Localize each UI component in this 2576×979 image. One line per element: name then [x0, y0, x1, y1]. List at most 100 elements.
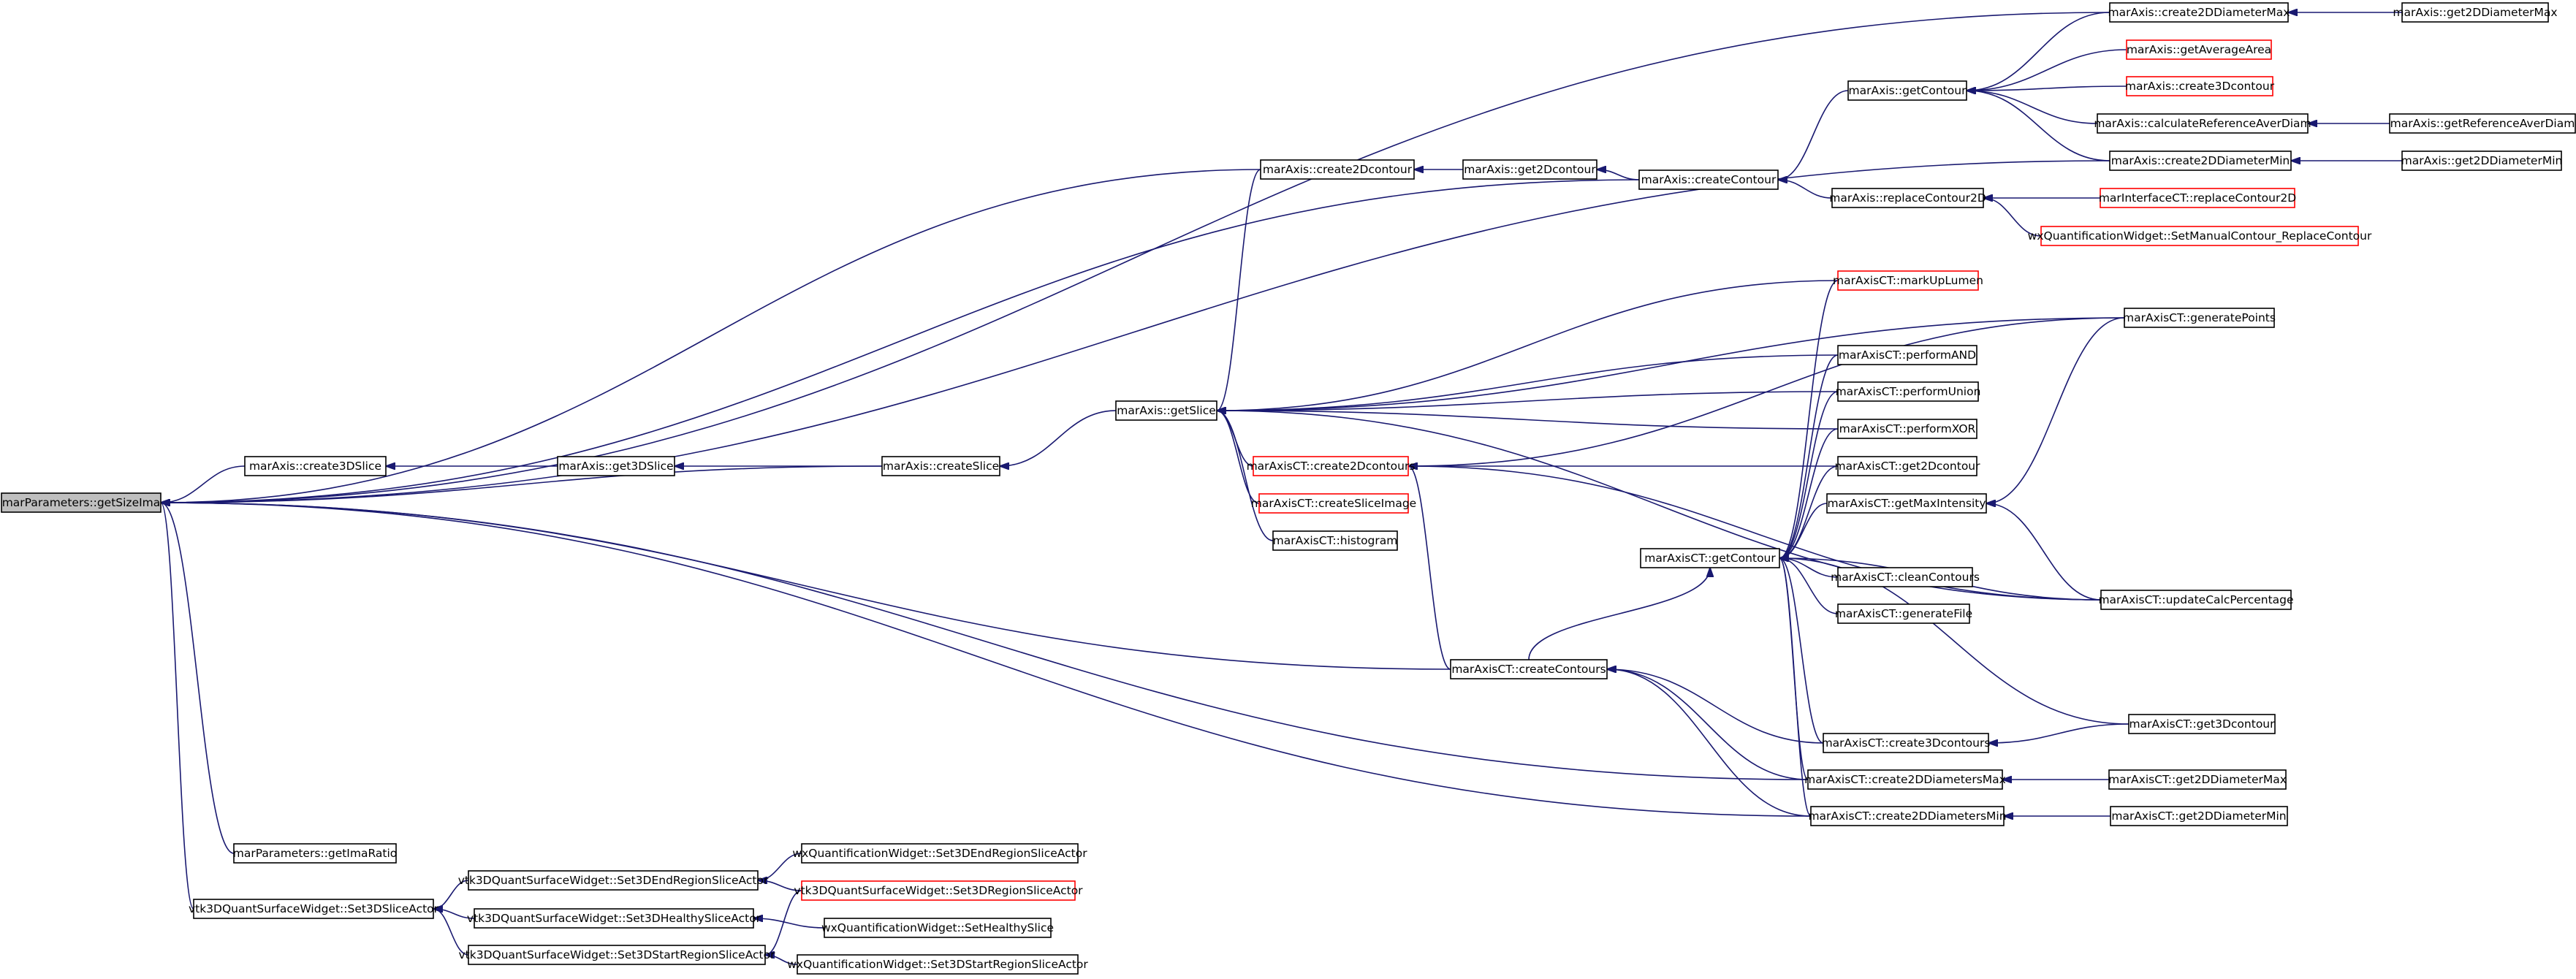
function-node-box[interactable]	[233, 843, 397, 864]
function-node[interactable]: marAxisCT::create2Dcontours	[1247, 456, 1416, 476]
function-node-box[interactable]	[2126, 39, 2272, 60]
function-node-box[interactable]	[1115, 400, 1217, 421]
function-node-box[interactable]	[2128, 714, 2276, 734]
function-node[interactable]: vtk3DQuantSurfaceWidget::Set3DSliceActor	[189, 899, 439, 919]
function-node[interactable]: marAxisCT::get2DDiameterMin	[2110, 806, 2288, 826]
function-node-box[interactable]	[1, 492, 162, 513]
function-node-box[interactable]	[2389, 113, 2576, 134]
function-node[interactable]: vtk3DQuantSurfaceWidget::Set3DHealthySli…	[467, 908, 761, 929]
function-node-box[interactable]	[2110, 806, 2288, 826]
function-node-box[interactable]	[881, 456, 1000, 476]
function-node-box[interactable]	[2100, 590, 2292, 610]
function-node[interactable]: marAxis::get2Dcontour	[1462, 159, 1597, 180]
function-node-box[interactable]	[824, 918, 1052, 938]
function-node[interactable]: marAxis::create2DDiameterMax	[2108, 2, 2290, 23]
function-node-box[interactable]	[2100, 188, 2295, 208]
function-node-box[interactable]	[1837, 270, 1979, 291]
function-node[interactable]: wxQuantificationWidget::SetManualContour…	[2028, 226, 2372, 246]
function-node[interactable]: marAxisCT::create2DDiametersMax	[1804, 769, 2006, 790]
function-node[interactable]: marAxisCT::markUpLumen	[1833, 270, 1983, 291]
function-node-box[interactable]	[1837, 603, 1970, 624]
function-node[interactable]: marAxisCT::generatePoints	[2123, 308, 2276, 328]
function-node-box[interactable]	[1462, 159, 1597, 180]
function-node-box[interactable]	[1450, 659, 1608, 679]
function-node-box[interactable]	[2108, 769, 2287, 790]
function-node[interactable]: wxQuantificationWidget::SetHealthySlice	[821, 918, 1054, 938]
function-node-box[interactable]	[1837, 345, 1977, 365]
function-node-box[interactable]	[801, 843, 1079, 864]
function-node-box[interactable]	[1638, 169, 1779, 190]
function-node[interactable]: marAxis::createContour	[1638, 169, 1779, 190]
function-node-box[interactable]	[2126, 76, 2273, 96]
function-node-box[interactable]	[2109, 2, 2289, 23]
function-node-box[interactable]	[468, 945, 766, 965]
function-node-box[interactable]	[2401, 151, 2562, 171]
function-node[interactable]: wxQuantificationWidget::Set3DEndRegionSl…	[792, 843, 1087, 864]
function-node-box[interactable]	[2109, 151, 2292, 171]
function-node[interactable]: marAxisCT::getMaxIntensity	[1826, 493, 1987, 514]
function-node-box[interactable]	[1837, 567, 1973, 587]
function-node[interactable]: marAxis::getSlice	[1115, 400, 1217, 421]
function-node[interactable]: marAxis::create3Dcontour	[2125, 76, 2275, 96]
function-node-box[interactable]	[1837, 381, 1979, 402]
function-node[interactable]: marAxis::getReferenceAverDiam	[2389, 113, 2576, 134]
function-node[interactable]: marAxis::get3DSlice	[557, 456, 675, 476]
function-node[interactable]: marAxis::create3DSlice	[244, 456, 387, 476]
function-node[interactable]: marAxisCT::get3Dcontour	[2128, 714, 2276, 734]
function-node-box[interactable]	[193, 899, 434, 919]
function-node[interactable]: marAxis::replaceContour2D	[1829, 188, 1986, 208]
function-node[interactable]: marAxisCT::histogram	[1272, 530, 1398, 551]
function-node[interactable]: marAxis::get2DDiameterMax	[2393, 2, 2558, 23]
function-node[interactable]: marAxisCT::generateFile	[1835, 603, 1972, 624]
function-node[interactable]: marAxis::create2Dcontour	[1260, 159, 1415, 180]
function-node-box[interactable]	[1272, 530, 1398, 551]
function-node[interactable]: marAxisCT::performUnion	[1836, 381, 1981, 402]
function-node-box[interactable]	[2401, 2, 2549, 23]
function-node[interactable]: wxQuantificationWidget::Set3DStartRegion…	[787, 954, 1088, 975]
function-node[interactable]: marAxisCT::performXOR	[1837, 419, 1977, 439]
function-node-box[interactable]	[1807, 769, 2003, 790]
function-node-box[interactable]	[557, 456, 675, 476]
function-node[interactable]: marAxisCT::get2DDiameterMax	[2108, 769, 2287, 790]
function-node[interactable]: marAxis::get2DDiameterMin	[2401, 151, 2563, 171]
function-node[interactable]: marParameters::getSizeIma	[1, 492, 162, 513]
function-node-box[interactable]	[1640, 548, 1780, 568]
function-node-box[interactable]	[1831, 188, 1984, 208]
function-node-box[interactable]	[797, 954, 1079, 975]
function-node[interactable]: marAxisCT::get2Dcontour	[1835, 456, 1981, 476]
function-node-box[interactable]	[2040, 226, 2359, 246]
function-node[interactable]: marAxis::getContour	[1847, 80, 1967, 101]
function-node[interactable]: marAxis::getAverageArea	[2126, 39, 2272, 60]
function-node[interactable]: marAxisCT::cleanContours	[1831, 567, 1980, 587]
function-node-box[interactable]	[2124, 308, 2275, 328]
function-node[interactable]: marAxisCT::updateCalcPercentage	[2098, 590, 2294, 610]
function-node-box[interactable]	[801, 880, 1076, 901]
function-node-box[interactable]	[1258, 493, 1409, 514]
function-node-box[interactable]	[1253, 456, 1409, 476]
function-node[interactable]: vtk3DQuantSurfaceWidget::Set3DEndRegionS…	[458, 870, 769, 891]
function-node[interactable]: marAxis::createSlice	[881, 456, 1000, 476]
function-node[interactable]: marAxisCT::createContours	[1450, 659, 1608, 679]
function-node[interactable]: marInterfaceCT::replaceContour2D	[2099, 188, 2296, 208]
function-node-box[interactable]	[1810, 806, 2005, 826]
function-node-box[interactable]	[1260, 159, 1415, 180]
function-node-box[interactable]	[244, 456, 387, 476]
function-node[interactable]: marAxisCT::create3Dcontours	[1822, 733, 1991, 753]
function-node-box[interactable]	[1837, 419, 1977, 439]
function-node[interactable]: marAxisCT::performAND	[1837, 345, 1977, 365]
function-node[interactable]: marAxisCT::getContour	[1640, 548, 1780, 568]
function-node[interactable]: marAxisCT::createSliceImage	[1251, 493, 1416, 514]
function-node[interactable]: marAxis::create2DDiameterMin	[2109, 151, 2292, 171]
function-node-box[interactable]	[1837, 456, 1977, 476]
function-node-box[interactable]	[1826, 493, 1987, 514]
function-node[interactable]: vtk3DQuantSurfaceWidget::Set3DRegionSlic…	[794, 880, 1083, 901]
function-node-box[interactable]	[1823, 733, 1989, 753]
function-node[interactable]: marAxisCT::create2DDiametersMin	[1808, 806, 2007, 826]
function-node[interactable]: marParameters::getImaRatio	[233, 843, 398, 864]
function-node-box[interactable]	[1847, 80, 1967, 101]
function-node-box[interactable]	[474, 908, 754, 929]
function-node-box[interactable]	[468, 870, 759, 891]
function-node[interactable]: vtk3DQuantSurfaceWidget::Set3DStartRegio…	[459, 945, 776, 965]
function-node-box[interactable]	[2097, 113, 2309, 134]
function-node[interactable]: marAxis::calculateReferenceAverDiam	[2094, 113, 2311, 134]
